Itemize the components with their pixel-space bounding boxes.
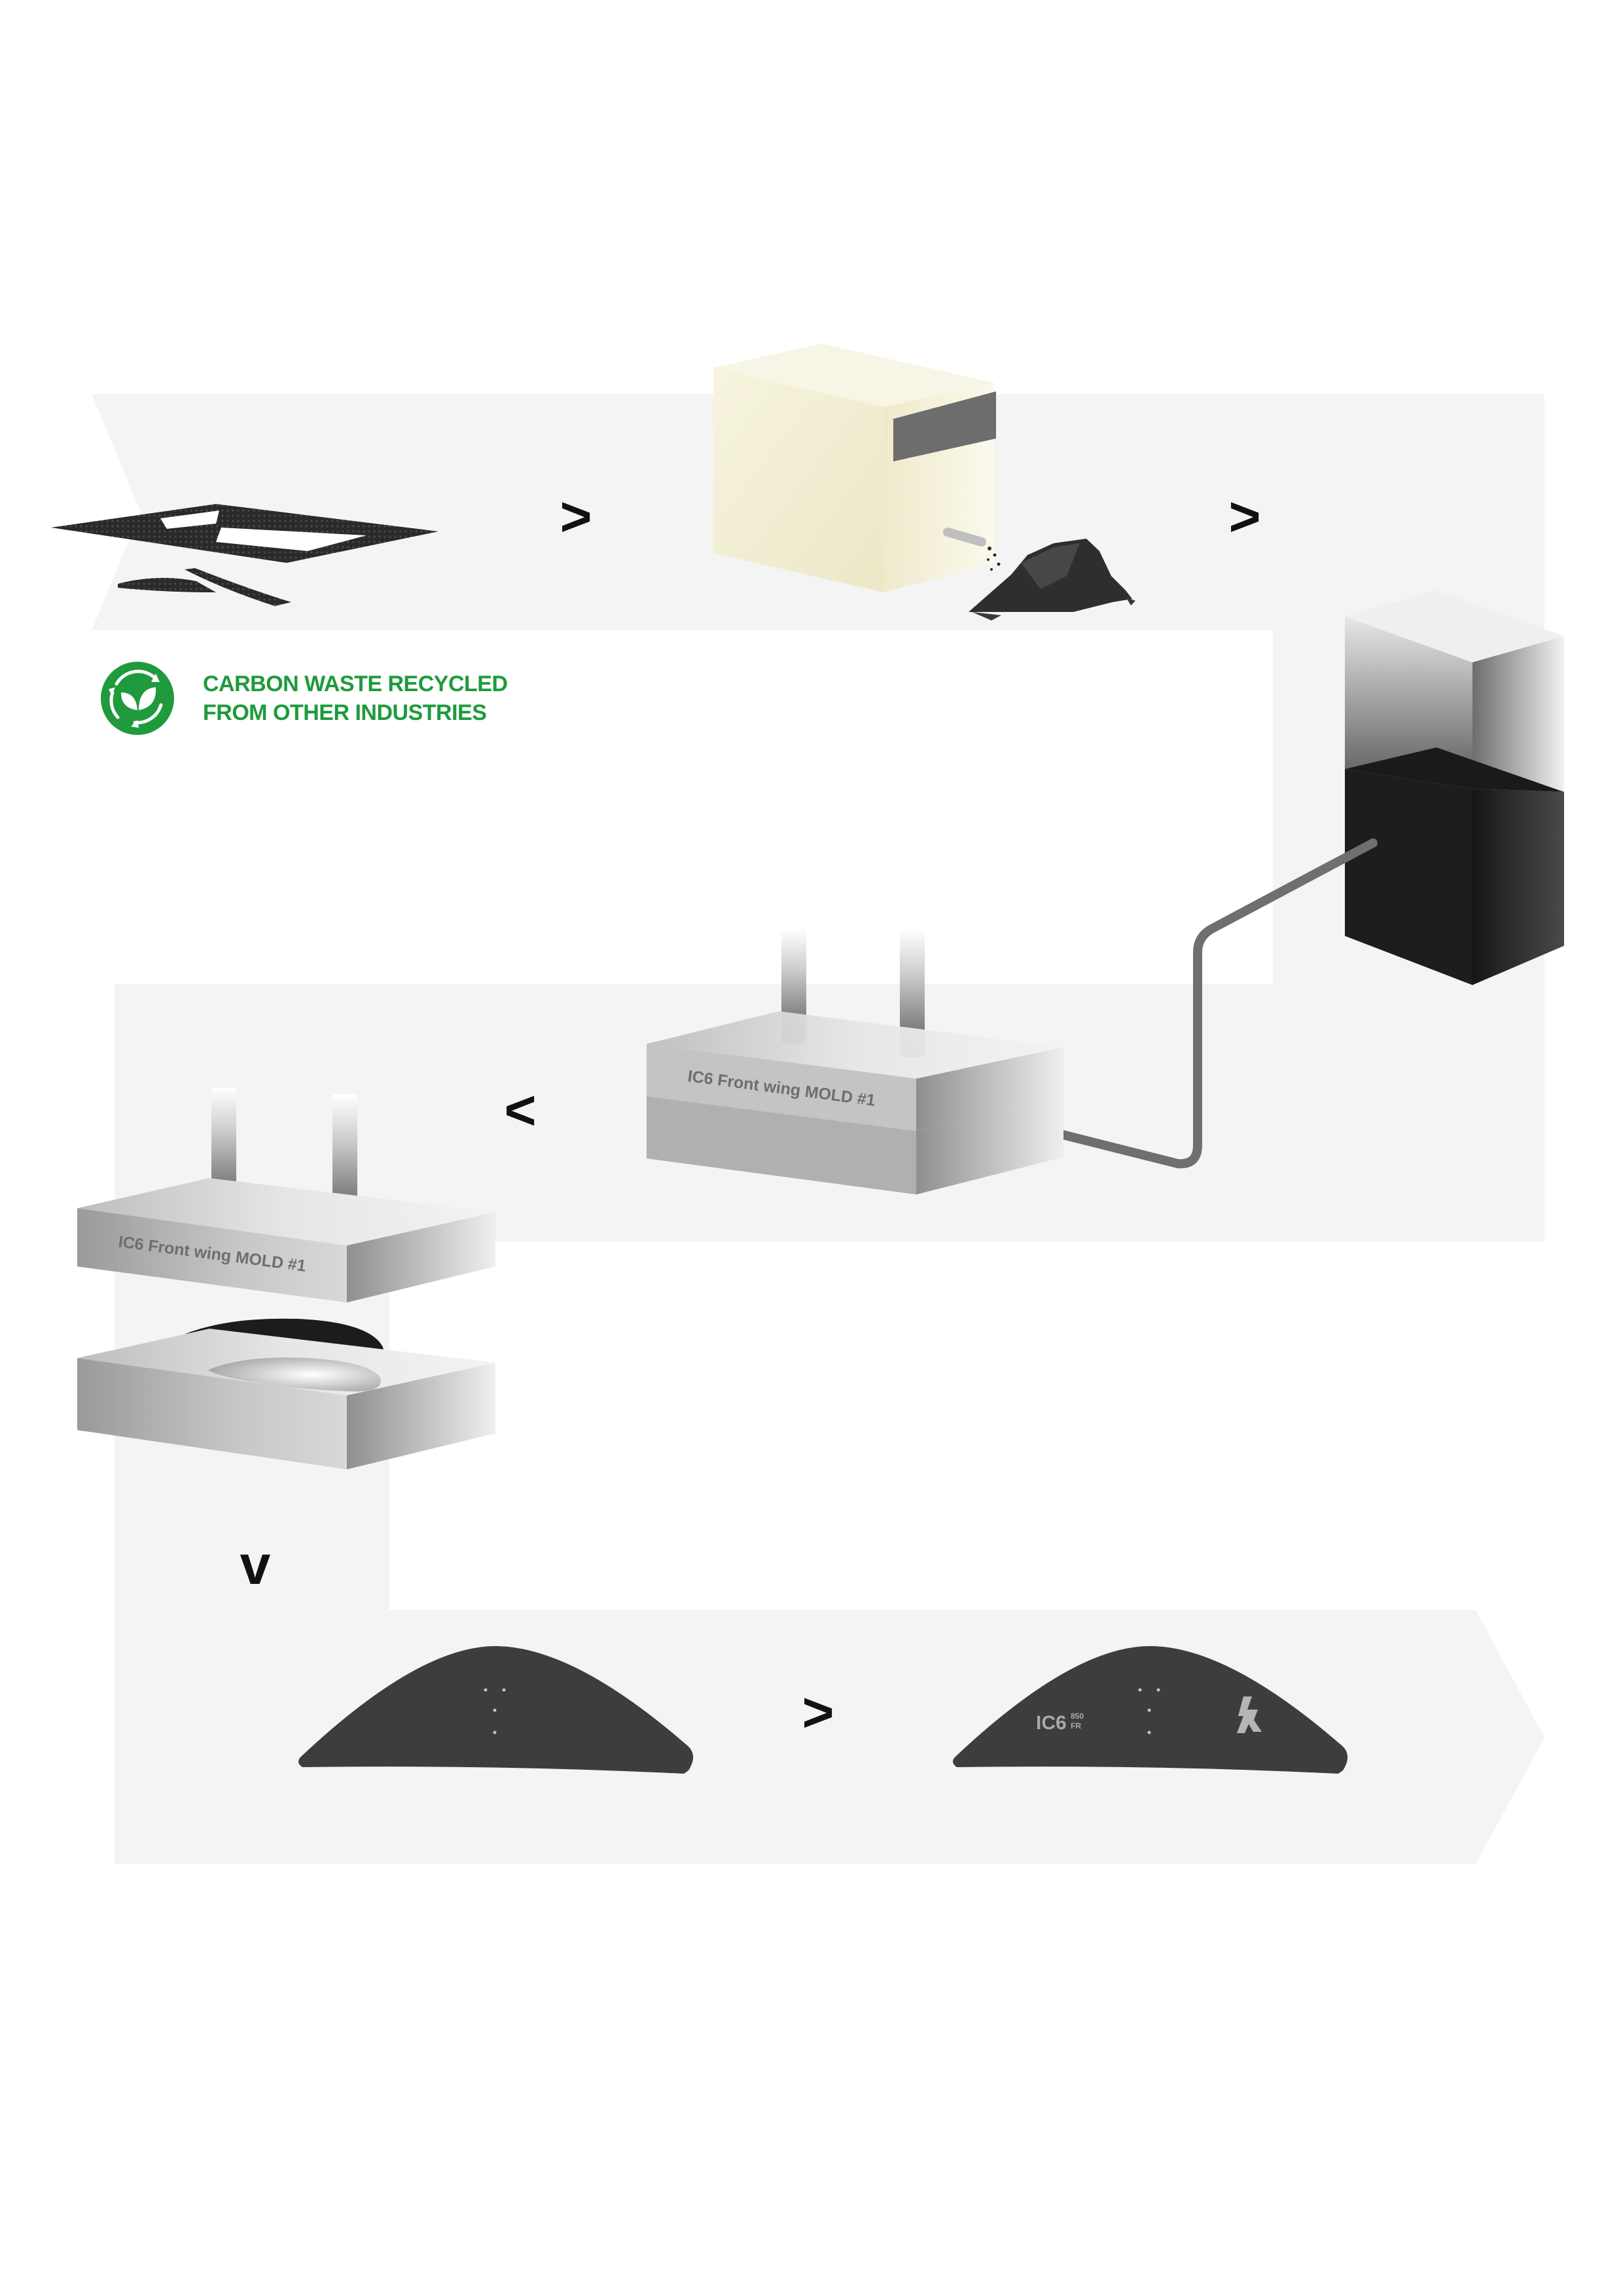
output-nozzle <box>943 528 986 547</box>
machine-window <box>893 391 996 461</box>
shredding-machine <box>713 344 1135 620</box>
falling-particles <box>987 547 1001 571</box>
wing-model-number: 850 <box>1071 1712 1084 1721</box>
shredded-carbon-shade <box>1021 543 1080 589</box>
arrow-2: > <box>1228 486 1260 547</box>
brand-logo-icon <box>1237 1696 1262 1733</box>
mount-holes <box>484 1688 506 1734</box>
carbon-sheet-cutout <box>160 511 219 529</box>
mold-front-upper <box>647 1044 916 1131</box>
upper-mold-side <box>347 1212 495 1302</box>
machine-top <box>713 344 995 407</box>
resin-pipe <box>991 838 1378 1169</box>
mold-opened: IC6 Front wing MOLD #1 <box>77 1088 495 1469</box>
tank-front-resin <box>1345 769 1472 985</box>
carbon-flake <box>972 612 1001 620</box>
upper-mold-front <box>77 1208 347 1302</box>
raw-front-wing <box>298 1646 694 1774</box>
mold-cavity <box>208 1357 381 1391</box>
mold-side-lower <box>916 1098 1063 1194</box>
machine-front <box>713 368 883 592</box>
eco-label-line1: CARBON WASTE RECYCLED <box>203 672 508 696</box>
mold-front-lower <box>647 1096 916 1194</box>
resin-surface <box>1345 747 1564 792</box>
carbon-sheet-cutout <box>216 528 366 551</box>
mount-holes <box>1138 1688 1160 1734</box>
arrow-1: > <box>560 486 592 547</box>
injection-mold-closed: IC6 Front wing MOLD #1 <box>647 929 1063 1194</box>
resin-tank <box>1345 590 1564 985</box>
arrow-5: > <box>802 1681 834 1743</box>
mold-top-face <box>647 1011 1063 1079</box>
finished-front-wing: IC6 850 FR <box>953 1646 1348 1774</box>
tank-side-resin <box>1472 789 1564 985</box>
arrow-3: < <box>504 1079 536 1141</box>
eco-label-line2: FROM OTHER INDUSTRIES <box>203 700 486 725</box>
arrow-4: v <box>240 1534 271 1596</box>
tank-top <box>1345 590 1564 662</box>
eco-badge: CARBON WASTE RECYCLED FROM OTHER INDUSTR… <box>101 662 508 735</box>
wing-model-code: FR <box>1071 1721 1081 1731</box>
carbon-strip <box>118 577 216 592</box>
leaf-left <box>121 692 137 710</box>
wing-brand-text: IC6 <box>1036 1712 1067 1734</box>
lower-mold-side <box>347 1363 495 1469</box>
tank-side-upper <box>1472 636 1564 792</box>
tank-front-upper <box>1345 617 1472 789</box>
lower-mold-front <box>77 1358 347 1469</box>
carbon-strip <box>185 568 291 606</box>
upper-mold-top <box>77 1178 495 1246</box>
leaf-right <box>139 687 156 710</box>
carbon-flake <box>1126 597 1135 605</box>
mold-side-upper <box>916 1047 1063 1131</box>
carbon-waste-scraps <box>51 504 438 606</box>
